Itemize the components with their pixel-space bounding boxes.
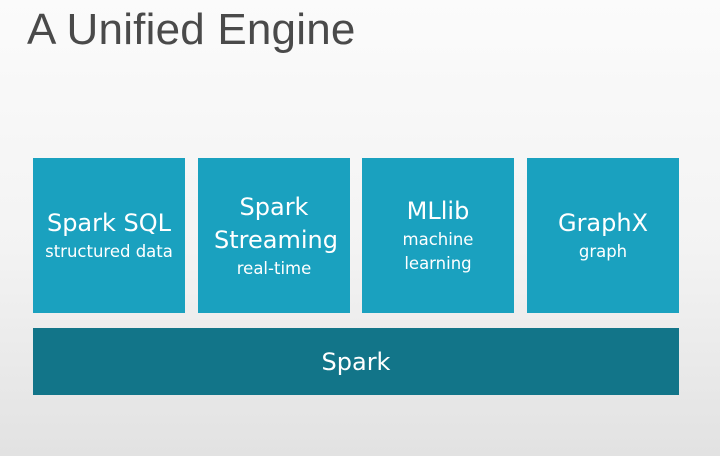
module-mllib: MLlib machine learning: [362, 158, 514, 313]
module-spark-sql: Spark SQL structured data: [33, 158, 185, 313]
module-subtitle: structured data: [45, 242, 173, 261]
slide-title: A Unified Engine: [27, 5, 356, 54]
module-name: GraphX: [557, 209, 649, 237]
core-label: Spark: [321, 347, 391, 376]
module-subtitle: real-time: [236, 258, 312, 278]
module-name: MLlib: [406, 197, 470, 225]
module-name: Spark SQL: [46, 209, 172, 237]
module-spark-streaming: Spark Streaming real-time: [198, 158, 350, 313]
module-subtitle: machine learning: [402, 230, 474, 273]
core-spark-engine: Spark: [33, 328, 679, 395]
module-subtitle: graph: [578, 242, 628, 261]
module-graphx: GraphX graph: [527, 158, 679, 313]
module-name: Spark Streaming: [214, 192, 338, 254]
